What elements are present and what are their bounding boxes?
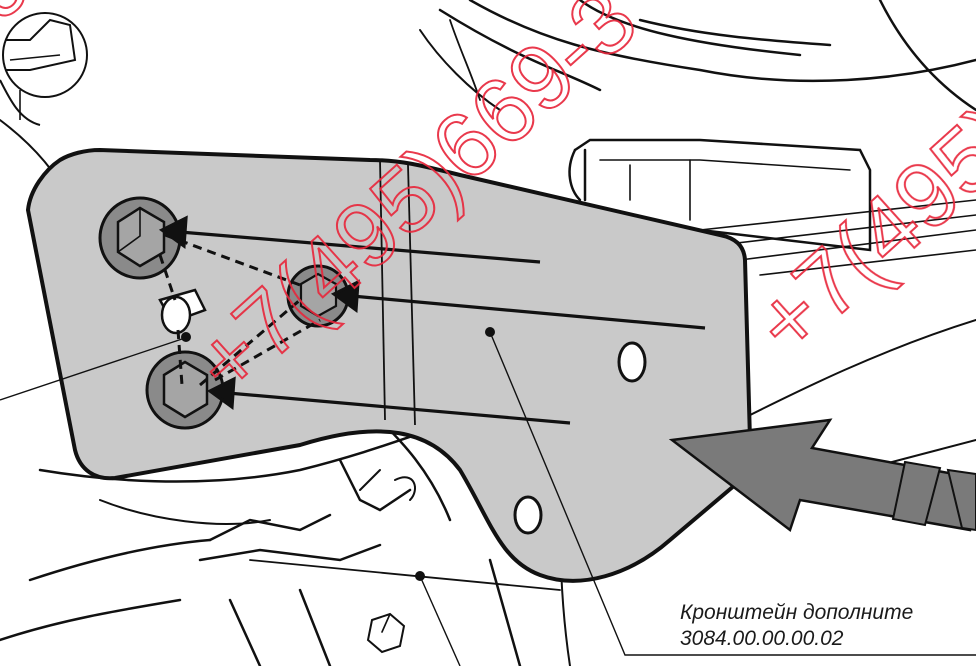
- leader-dot-frame: [415, 571, 425, 581]
- insertion-arrows: [158, 215, 706, 425]
- watermark-text-right: +7(495)669-3: [735, 0, 976, 375]
- bolt-middle: [286, 264, 350, 328]
- leader-dot-pin: [181, 332, 191, 342]
- mounting-hole-upper: [617, 341, 647, 383]
- callout-part-name: Кронштейн дополните: [680, 601, 914, 624]
- leader-lines: [0, 331, 976, 666]
- bracket-plate: [25, 147, 753, 583]
- spacer-pin: [158, 288, 207, 335]
- direction-arrow: [668, 418, 976, 533]
- bolt-bottom-left: [145, 350, 225, 430]
- leader-dot-bracket: [485, 327, 495, 337]
- callout-part-number: 3084.00.00.00.02: [680, 627, 844, 650]
- mounting-hole-lower: [513, 495, 543, 535]
- dashed-connectors: [158, 233, 321, 387]
- part-callout: Кронштейн дополните 3084.00.00.00.02: [680, 600, 913, 652]
- bolt-top-left: [98, 196, 182, 280]
- detail-inset-circle: [0, 12, 88, 126]
